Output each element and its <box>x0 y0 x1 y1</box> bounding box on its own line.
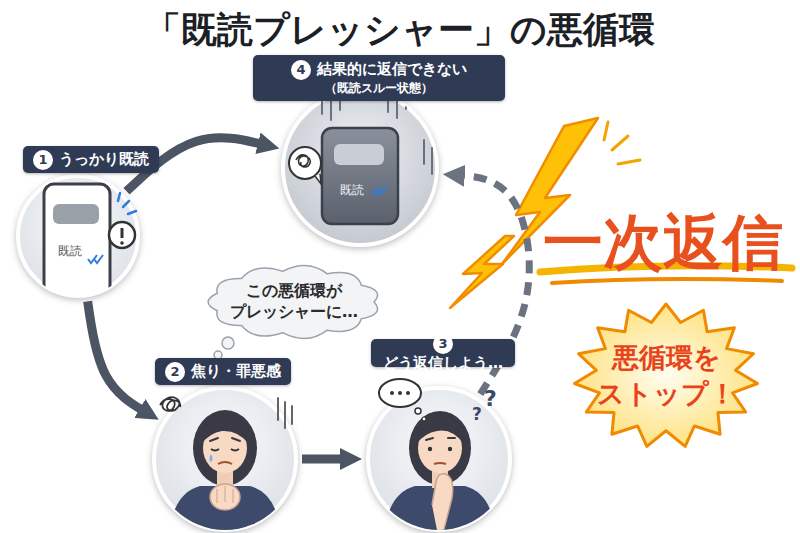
read-mark: 既読 <box>58 243 82 260</box>
node-outline <box>280 88 440 248</box>
callout-number: 3 <box>433 334 453 354</box>
circle-outline <box>283 91 437 245</box>
key-phrase: 一次返信 <box>543 203 783 284</box>
callout-number: 4 <box>291 60 311 80</box>
step-title: 焦り・罪悪感 <box>191 362 281 381</box>
step-heading: 1 うっかり既読 <box>23 146 159 173</box>
starburst-outline <box>575 304 758 446</box>
step-subtitle: （既読スルー状態） <box>259 80 499 97</box>
step-heading: 3どう返信しよう… <box>371 339 515 367</box>
step-heading: 4 結果的に返信できない（既読スルー状態） <box>253 55 505 101</box>
circle-outline <box>18 176 138 296</box>
circle-outline <box>154 388 296 530</box>
flow-arrow <box>88 301 150 414</box>
question-mark: ? <box>472 404 482 424</box>
node-outline <box>570 300 762 452</box>
callout-number: 2 <box>165 362 185 382</box>
lightning-bolt <box>604 122 640 164</box>
lightning-bolt <box>450 236 514 308</box>
node-text: この悪循環が プレッシャーに… <box>205 262 383 342</box>
step-title: うっかり既読 <box>59 150 149 169</box>
flow-arrow <box>302 455 351 464</box>
thought-tail <box>214 337 234 359</box>
brush-underline <box>552 279 782 283</box>
read-mark: 既読 <box>340 182 364 199</box>
callout-number: 1 <box>33 150 53 170</box>
question-mark: ? <box>484 386 497 411</box>
thought-cloud: この悪循環が プレッシャーに… <box>205 262 383 342</box>
stop-starburst: 悪循環を ストップ！ <box>570 300 762 452</box>
thinking-person <box>398 391 402 395</box>
diagram-title: 「既読プレッシャー」の悪循環 <box>0 6 800 55</box>
thinking-person <box>390 391 394 395</box>
node-text: 悪循環を ストップ！ <box>570 300 762 452</box>
node-outline <box>15 173 141 299</box>
step-title: どう返信しよう… <box>383 354 503 373</box>
step-circle: 4結果的に返信できない（既読スルー状態）既読 <box>280 88 440 248</box>
step-title: 結果的に返信できない <box>317 60 467 79</box>
thought-tail <box>222 337 234 349</box>
node-outline <box>151 385 299 533</box>
step-circle: 2焦り・罪悪感 <box>151 385 299 533</box>
step-heading: 2 焦り・罪悪感 <box>155 358 291 385</box>
step-circle: 1うっかり既読既読 <box>15 173 141 299</box>
